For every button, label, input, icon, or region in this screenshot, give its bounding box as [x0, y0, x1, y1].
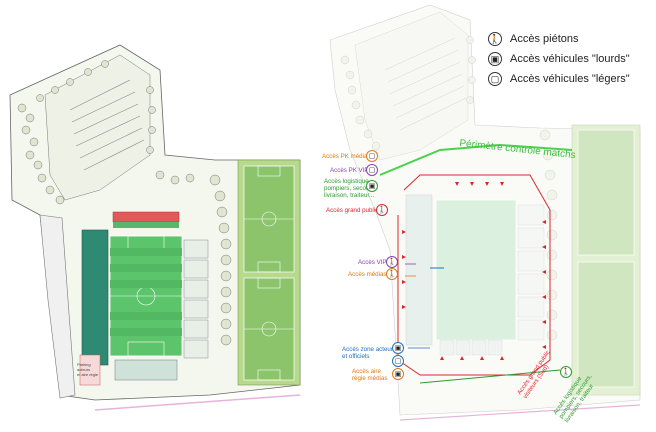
bus-icon: ▣	[392, 342, 404, 354]
label-actors-line-2: et officiels	[342, 353, 370, 360]
pedestrian-icon: 🚶	[386, 256, 398, 268]
legend-light-vehicle-row: ▢ Accès véhicules "légers"	[488, 70, 648, 88]
label-media: Accès médias	[348, 271, 387, 278]
left-south-stand	[114, 359, 178, 381]
label-media-area-line-2: régie médias	[352, 375, 388, 382]
left-north-stand	[112, 211, 180, 223]
pedestrian-icon: 🚶	[560, 366, 572, 378]
right-parking-area	[354, 11, 469, 161]
label-media-area: Accès aire régie médias	[352, 368, 387, 382]
label-actors-line-1: Accès zone acteurs	[342, 346, 396, 353]
left-site-plan	[9, 44, 301, 411]
right-training-pitch-2	[577, 261, 635, 388]
label-logistics-line-2: pompiers, secours,	[324, 185, 377, 192]
left-parking-rows	[69, 79, 145, 171]
label-logistics-line-3: livraison, traiteur...	[324, 192, 375, 199]
label-logistics-line-1: Accès logistique	[324, 178, 369, 185]
label-parking-actors: Parking acteurs et aire régie	[77, 362, 98, 377]
right-training-pitch-1	[577, 129, 635, 256]
left-trees	[17, 60, 232, 346]
label-parking-actors-line-1: Parking	[77, 362, 91, 367]
legend-pedestrian-label: Accès piétons	[510, 33, 579, 45]
label-parking-actors-line-2: acteurs	[77, 367, 91, 372]
legend: 🚶 Accès piétons ▣ Accès véhicules "lourd…	[488, 30, 648, 90]
left-east-stand	[183, 239, 209, 359]
label-pk-media: Accès PK médias	[322, 153, 371, 160]
left-access-road	[39, 214, 76, 399]
right-site-plan	[329, 4, 641, 416]
legend-light-vehicle-label: Accès véhicules "légers"	[510, 73, 630, 85]
car-icon: ▢	[366, 164, 378, 176]
right-east-stand	[517, 204, 545, 341]
left-bottom-edge	[94, 394, 301, 411]
car-icon: ▢	[366, 150, 378, 162]
bus-icon: ▣	[392, 368, 404, 380]
right-west-stand	[405, 194, 433, 346]
right-main-pitch	[435, 199, 517, 341]
green-south-line	[419, 369, 561, 384]
label-actors-officials: Accès zone acteurs et officiels	[342, 346, 396, 360]
legend-heavy-vehicle-label: Accès véhicules "lourds"	[510, 53, 630, 65]
label-media-area-line-1: Accès aire	[352, 368, 381, 375]
right-bottom-edge	[399, 404, 641, 421]
left-north-stand-roof	[113, 222, 179, 228]
left-training-markings	[244, 165, 294, 381]
legend-heavy-vehicle-row: ▣ Accès véhicules "lourds"	[488, 50, 648, 68]
right-parking-rows	[384, 37, 467, 131]
red-controlled-perimeter	[397, 174, 551, 376]
label-general-public: Accès grand public	[326, 207, 379, 214]
bus-icon: ▣	[366, 180, 378, 192]
right-south-stand	[439, 339, 503, 356]
legend-pedestrian-row: 🚶 Accès piétons	[488, 30, 648, 48]
label-logistics: Accès logistique pompiers, secours, livr…	[324, 178, 376, 199]
car-icon: ▢	[488, 72, 502, 86]
pedestrian-icon: 🚶	[488, 32, 502, 46]
left-parking-area	[44, 54, 151, 201]
left-actors-parking	[79, 354, 101, 386]
car-icon: ▢	[392, 355, 404, 367]
pedestrian-icon: 🚶	[386, 268, 398, 280]
bus-icon: ▣	[488, 52, 502, 66]
pedestrian-icon: 🚶	[376, 204, 388, 216]
label-pk-vip: Accès PK VIP	[330, 167, 369, 174]
left-west-stand	[81, 229, 109, 366]
left-pitch-stripes	[110, 248, 182, 336]
label-vip: Accès VIP	[358, 259, 387, 266]
perimeter-line	[379, 143, 573, 176]
red-access-arrows	[402, 182, 546, 360]
label-parking-actors-line-3: et aire régie	[77, 372, 99, 377]
